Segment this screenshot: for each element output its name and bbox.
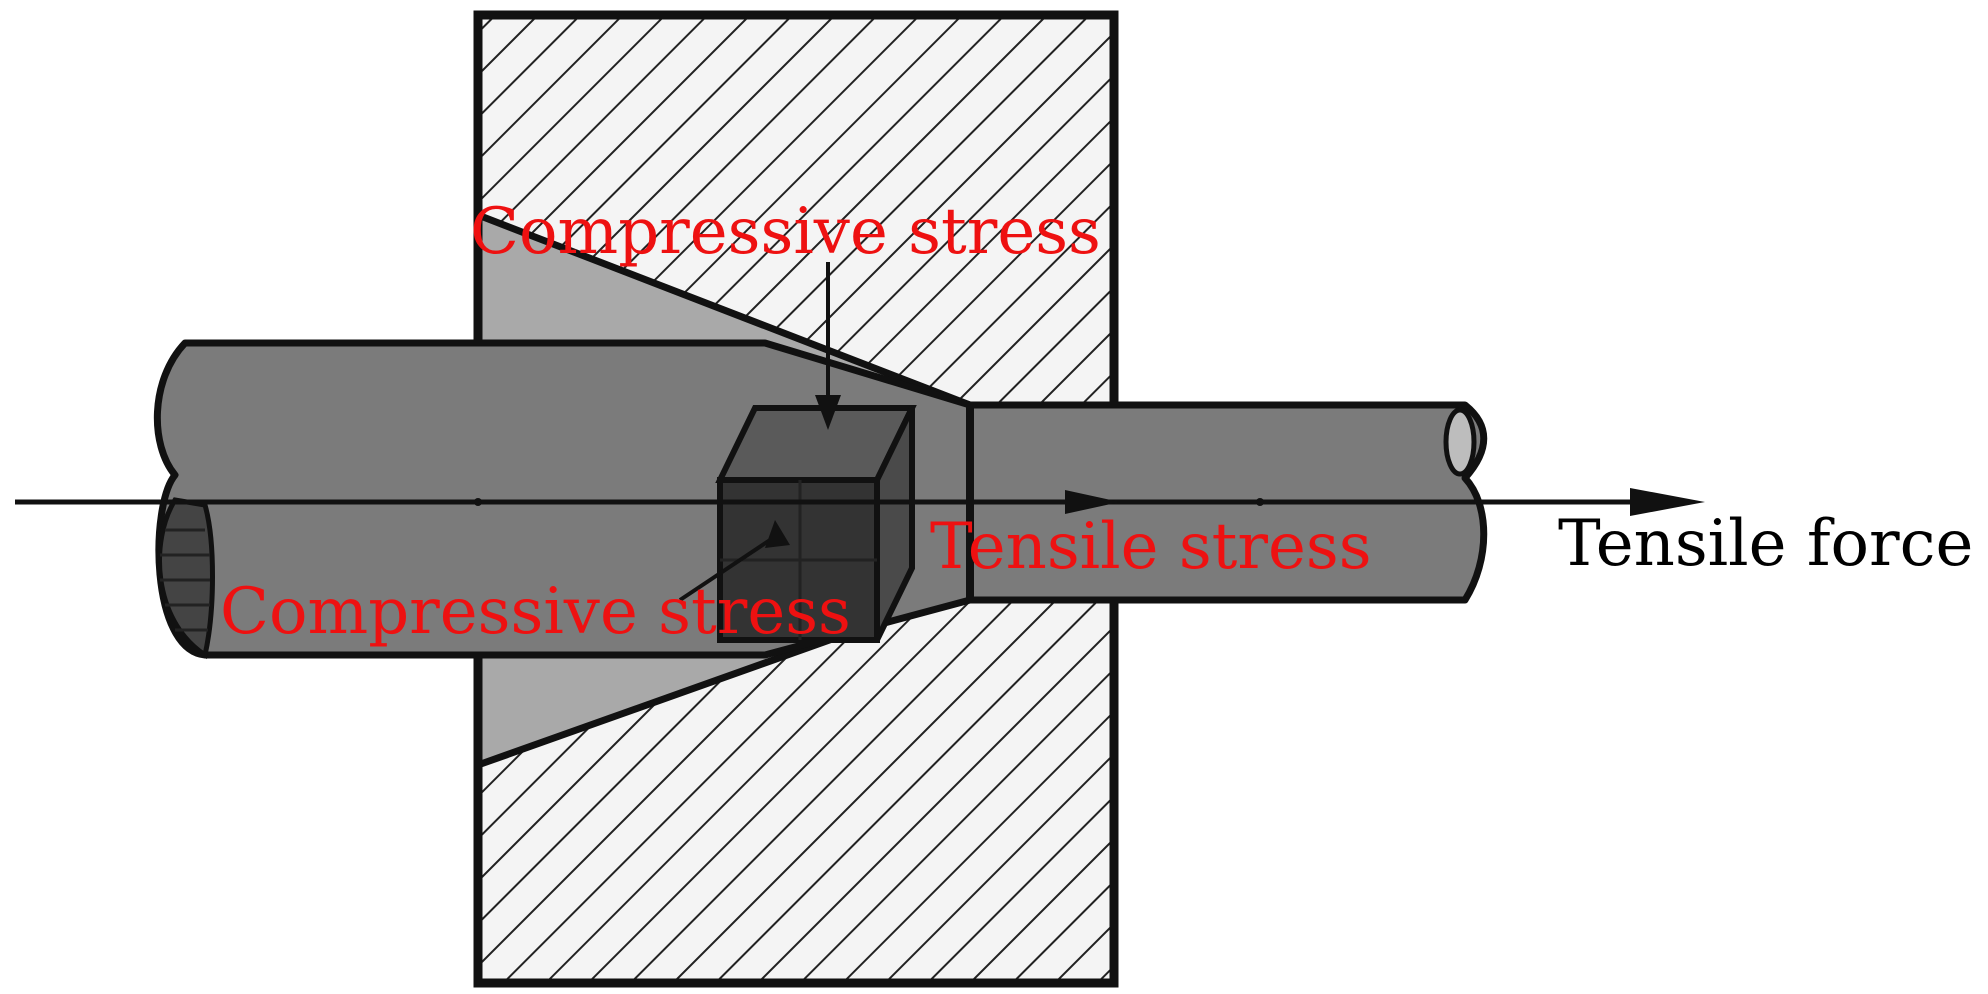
- tensile-stress-label: Tensile stress: [930, 510, 1372, 584]
- centerline-axis: [15, 488, 1705, 516]
- stress-element-cube: [715, 405, 917, 643]
- tensile-stress-arrowhead: [1065, 490, 1120, 514]
- rod-left-cut-face: [157, 497, 215, 660]
- compressive-arrow-bottom: [678, 520, 790, 602]
- die-exit-wedge-top: [970, 365, 1114, 405]
- tensile-force-arrowhead: [1630, 488, 1705, 516]
- compressive-stress-label-top: Compressive stress: [470, 195, 1101, 269]
- compressive-arrow-top: [815, 262, 841, 430]
- rod-right-end: [1443, 407, 1477, 477]
- die-cone-edge-top: [476, 211, 972, 409]
- compressive-stress-label-bottom: Compressive stress: [220, 575, 851, 649]
- tensile-force-label: Tensile force: [1558, 507, 1974, 581]
